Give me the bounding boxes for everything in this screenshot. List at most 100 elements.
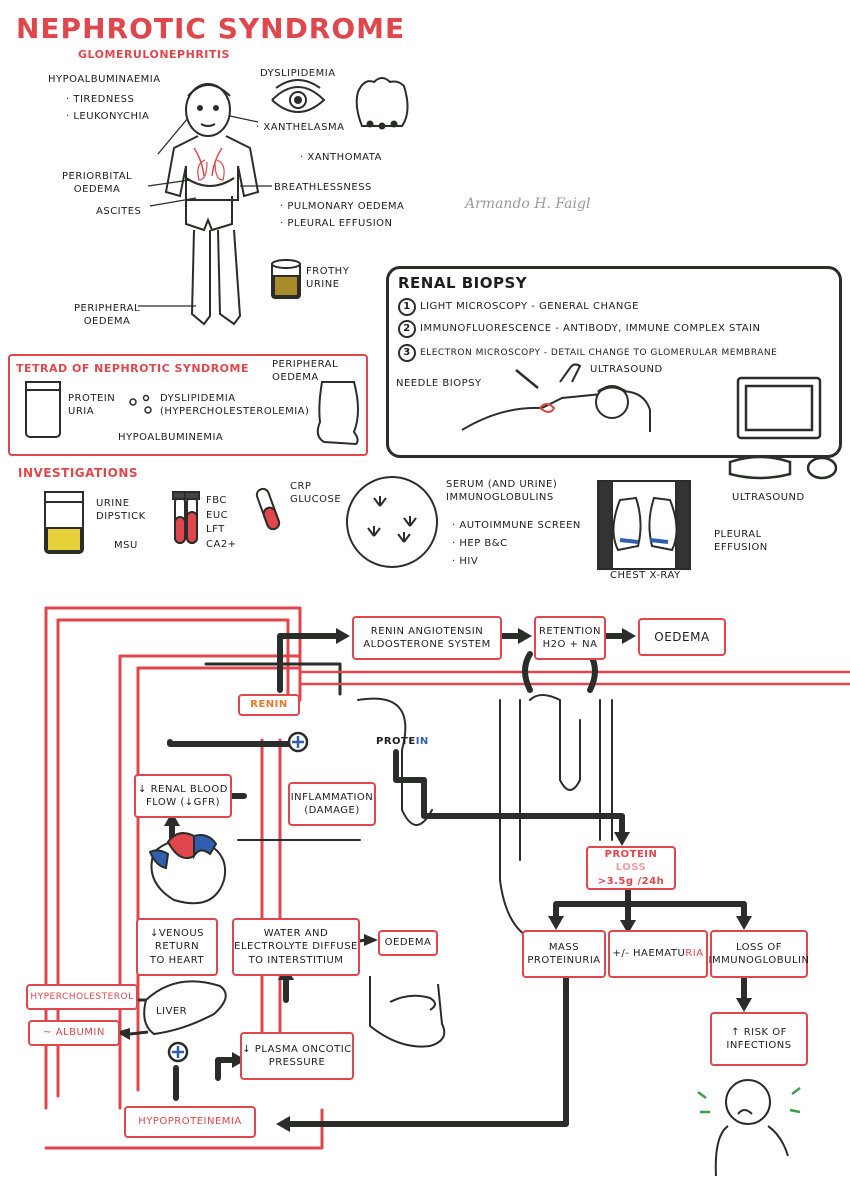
- retention-label: RETENTION H2O + Na: [539, 625, 601, 652]
- protein-loss-text-c: >3.5g /24h: [597, 875, 665, 887]
- biopsy-text-3: ELECTRON MICROSCOPY - DETAIL CHANGE TO G…: [420, 348, 778, 358]
- renal-blood-flow-box: ↓ RENAL BLOOD FLOW (↓GFR): [134, 774, 232, 818]
- urine-dipstick-label: URINE DIPSTICK: [96, 498, 146, 522]
- protein-text-b: IN: [415, 736, 429, 747]
- biopsy-ultrasound-label: ULTRASOUND: [590, 364, 663, 375]
- tiredness-label: · TIREDNESS: [66, 94, 135, 105]
- renal-biopsy-title: RENAL BIOPSY: [398, 274, 528, 292]
- oedema-mid-box: OEDEMA: [378, 930, 438, 956]
- pitting-oedema-icon: [369, 976, 446, 1048]
- renal-biopsy-panel: [386, 266, 842, 458]
- infection-risk-box: ↑ RISK OF INFECTIONS: [710, 1012, 808, 1066]
- hypoalbuminaemia-label: HYPOALBUMINAEMIA: [48, 74, 161, 85]
- pulmonary-oedema-label: · PULMONARY OEDEMA: [280, 201, 405, 212]
- water-electrolyte-box: WATER AND ELECTROLYTE DIFFUSE TO INTERST…: [232, 918, 360, 976]
- eye-xanthelasma-icon: [271, 79, 326, 113]
- serum-immunoglobulins-label: SERUM (AND URINE) IMMUNOGLOBULINS: [446, 479, 558, 503]
- bloods-label: FBC EUC LFT Ca2+: [206, 495, 237, 550]
- biopsy-text-2: IMMUNOFLUORESCENCE - ANTIBODY, IMMUNE CO…: [420, 323, 761, 334]
- arrow-heads: [116, 628, 752, 1132]
- tetrad-dyslipidemia-label: DYSLIPIDEMIA: [160, 393, 236, 404]
- leukonychia-label: · LEUKONYCHIA: [66, 111, 150, 122]
- cxr-pleural-label: PLEURAL EFFUSION: [714, 529, 768, 553]
- hypercholesterol-box: HYPERCHOLESTEROL: [26, 984, 138, 1010]
- protein-loss-box: PROTEIN LOSS>3.5g /24h: [586, 846, 676, 890]
- heart-icon: [148, 832, 226, 905]
- hiv-label: · HIV: [452, 556, 479, 567]
- plus-circle-icon: [167, 731, 309, 1063]
- crp-glucose-label: CRP GLUCOSE: [290, 481, 342, 505]
- autoimmune-screen-label: · AUTOIMMUNE SCREEN: [452, 520, 581, 531]
- protein-loss-text-a: PROTEIN: [604, 848, 658, 860]
- page-title: NEPHROTIC SYNDROME: [16, 12, 406, 45]
- haem-text-a: +/- HAEMATU: [612, 948, 686, 960]
- liver-icon: [143, 980, 227, 1036]
- biopsy-num-1: 1: [398, 298, 416, 316]
- mass-text-b: PROTEINURIA: [527, 955, 601, 966]
- hypoproteinemia-box: HYPOPROTEINEMIA: [124, 1106, 256, 1138]
- inflammation-box: INFLAMMATION (DAMAGE): [288, 782, 376, 826]
- pleural-effusion-label: · PLEURAL EFFUSION: [280, 218, 393, 229]
- needle-biopsy-label: NEEDLE BIOPSY: [396, 378, 482, 389]
- tetrad-hyperchol-label: (HYPERCHOLESTEROLEMIA): [160, 406, 310, 417]
- blood-tubes-icon: [172, 491, 200, 544]
- biopsy-scene-icon: [461, 363, 651, 432]
- liver-label: LIVER: [156, 1006, 188, 1017]
- hand-xanthomata-icon: [355, 77, 409, 130]
- protein-loss-text-b: LOSS: [615, 862, 647, 874]
- chest-xray-icon: [597, 480, 691, 570]
- biopsy-item-3: 3 ELECTRON MICROSCOPY - DETAIL CHANGE TO …: [398, 344, 777, 362]
- protein-text-a: PROTE: [376, 736, 416, 747]
- periorbital-oedema-label: PERIORBITAL OEDEMA: [62, 171, 133, 195]
- xanthomata-label: · XANTHOMATA: [300, 152, 382, 163]
- tetrad-oedema-leg-icon: [316, 381, 359, 446]
- biopsy-text-1: LIGHT MICROSCOPY - GENERAL CHANGE: [420, 301, 639, 312]
- investigations-title: INVESTIGATIONS: [18, 466, 139, 480]
- breathlessness-label: BREATHLESSNESS: [274, 182, 372, 193]
- biopsy-item-1: 1 LIGHT MICROSCOPY - GENERAL CHANGE: [398, 298, 639, 316]
- peripheral-oedema-label: PERIPHERAL OEDEMA: [74, 303, 141, 327]
- tetrad-proteinuria-label: PROTEIN URIA: [68, 393, 116, 417]
- sick-person-icon: [697, 1079, 801, 1177]
- dyslipidemia-label: DYSLIPIDEMIA: [260, 68, 336, 79]
- albumin-box: ~ ALBUMIN: [28, 1020, 120, 1046]
- raas-box: RENIN ANGIOTENSIN ALDOSTERONE SYSTEM: [352, 616, 502, 660]
- immunoglobulin-loss-box: LOSS OF IMMUNOGLOBULIN: [709, 930, 809, 978]
- page-subtitle: GLOMERULONEPHRITIS: [78, 48, 230, 61]
- hep-bc-label: · HEP B&C: [452, 538, 508, 549]
- protein-loss-label: PROTEIN LOSS>3.5g /24h: [588, 848, 674, 889]
- retention-text-a: RETENTION: [538, 625, 602, 637]
- renin-box: RENIN: [238, 694, 300, 716]
- tetrad-hypoalb-label: HYPOALBUMINEMIA: [118, 432, 224, 443]
- antibody-circle-icon: [346, 476, 438, 568]
- venous-return-box: ↓VENOUS RETURN TO HEART: [136, 918, 218, 976]
- frothy-urine-jar-icon: [271, 259, 301, 299]
- ascites-label: ASCITES: [96, 206, 142, 217]
- xanthelasma-label: · XANTHELASMA: [256, 122, 345, 133]
- protein-label: PROTEIN: [376, 736, 429, 747]
- retention-text-b: H2O + Na: [542, 639, 598, 650]
- tetrad-panel: [8, 354, 368, 456]
- msu-label: MSU: [114, 540, 138, 551]
- haem-text-b: RIA: [685, 948, 704, 960]
- haematuria-label: +/- HAEMATURIA: [612, 947, 703, 961]
- frothy-urine-label: FROTHY URINE: [306, 266, 350, 290]
- biopsy-item-2: 2 IMMUNOFLUORESCENCE - ANTIBODY, IMMUNE C…: [398, 320, 761, 338]
- ultrasound-machine-icon: [728, 376, 838, 480]
- patient-figure-icon: [164, 83, 260, 326]
- tetrad-title: TETRAD OF NEPHROTIC SYNDROME: [16, 362, 249, 375]
- tetrad-peripheral-label: PERIPHERAL OEDEMA: [272, 359, 339, 383]
- urine-dipstick-jar-icon: [44, 491, 84, 554]
- tetrad-urine-jar-icon: [25, 381, 61, 438]
- pathway-arrows: [167, 633, 747, 1127]
- biopsy-num-3: 3: [398, 344, 416, 362]
- haematuria-box: +/- HAEMATURIA: [608, 930, 708, 978]
- biopsy-num-2: 2: [398, 320, 416, 338]
- retention-box: RETENTION H2O + Na: [534, 616, 606, 660]
- oedema-top-box: OEDEMA: [638, 618, 726, 656]
- author-signature: Armando H. Faigl: [465, 196, 591, 212]
- plasma-oncotic-box: ↓ PLASMA ONCOTIC PRESSURE: [240, 1032, 354, 1080]
